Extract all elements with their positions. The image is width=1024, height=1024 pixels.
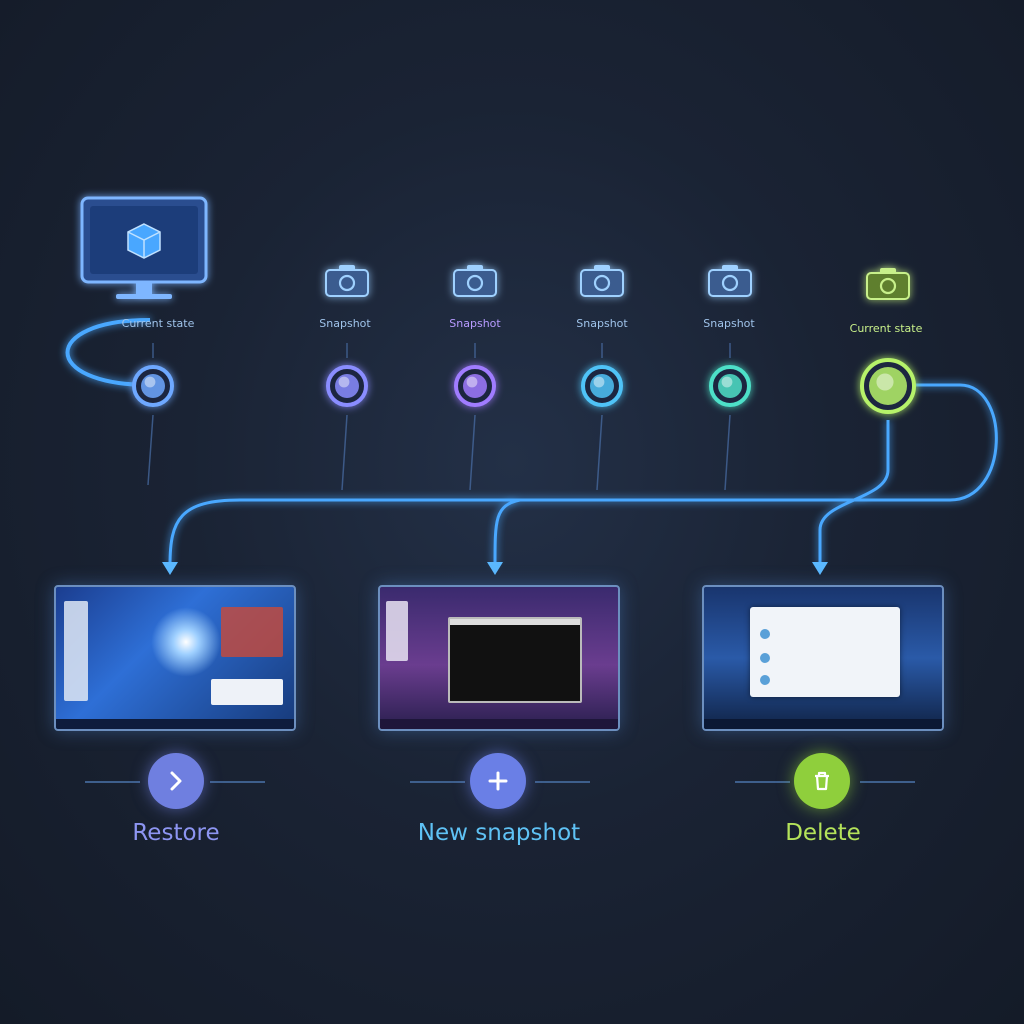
- timeline-node-1[interactable]: [326, 365, 368, 407]
- new-snapshot-button[interactable]: [470, 753, 526, 809]
- preview-dot-icon: [760, 653, 770, 663]
- timeline-node-2[interactable]: [454, 365, 496, 407]
- node-label-2: Snapshot: [449, 317, 501, 330]
- node-label-3: Snapshot: [576, 317, 628, 330]
- restore-button[interactable]: [148, 753, 204, 809]
- timeline-node-3[interactable]: [581, 365, 623, 407]
- preview-taskbar: [56, 719, 294, 729]
- camera-icon: [325, 265, 369, 297]
- arrowhead-restore: [162, 562, 178, 575]
- preview-sidebar: [386, 601, 408, 661]
- restore-label: Restore: [132, 820, 220, 846]
- preview-screen-delete[interactable]: [702, 585, 944, 731]
- timeline-node-4[interactable]: [709, 365, 751, 407]
- preview-sidebar: [64, 601, 88, 701]
- trash-icon: [815, 771, 829, 791]
- preview-dot-icon: [760, 629, 770, 639]
- preview-dialog: [750, 607, 900, 697]
- timeline-node-5[interactable]: [860, 358, 916, 414]
- preview-terminal-window: [448, 617, 582, 703]
- timeline-node-0[interactable]: [132, 365, 174, 407]
- preview-taskbar: [704, 719, 942, 729]
- node-tick-lines: [147, 343, 731, 491]
- preview-terminal-titlebar: [450, 619, 580, 625]
- monitor-icon: [80, 196, 208, 299]
- node-label-4: Snapshot: [703, 317, 755, 330]
- arrowhead-delete: [812, 562, 828, 575]
- preview-taskbar: [380, 719, 618, 729]
- plus-icon: [488, 771, 508, 791]
- chevron-right-icon: [170, 771, 182, 791]
- delete-label: Delete: [785, 820, 861, 846]
- node-label-0: Current state: [121, 317, 195, 330]
- preview-screen-restore[interactable]: [54, 585, 296, 731]
- preview-window: [221, 607, 283, 657]
- preview-sun-glow: [151, 607, 221, 677]
- node-label-1: Snapshot: [319, 317, 371, 330]
- timeline-connector: [65, 318, 998, 566]
- preview-dot-icon: [760, 675, 770, 685]
- new-snapshot-label: New snapshot: [417, 820, 581, 846]
- camera-icon: [708, 265, 752, 297]
- node-label-5: Current state: [849, 322, 923, 335]
- delete-button[interactable]: [794, 753, 850, 809]
- camera-icon: [580, 265, 624, 297]
- camera-icon: [866, 268, 910, 300]
- preview-dialog: [211, 679, 283, 705]
- camera-icon: [453, 265, 497, 297]
- preview-screen-new-snapshot[interactable]: [378, 585, 620, 731]
- arrowhead-new-snapshot: [487, 562, 503, 575]
